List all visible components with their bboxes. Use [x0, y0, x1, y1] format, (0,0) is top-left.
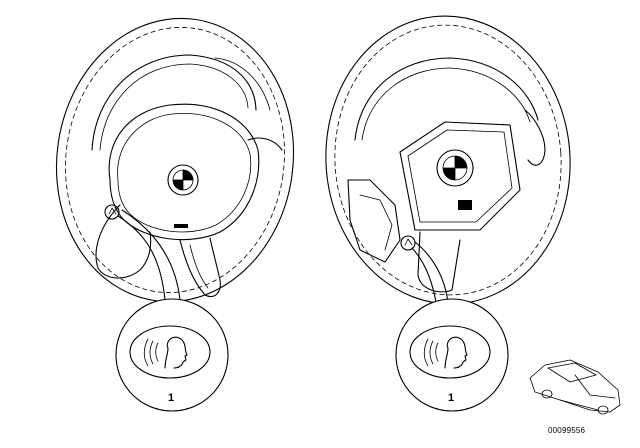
- diagram-code: 00099556: [548, 426, 586, 435]
- steering-wheel-left: [55, 17, 295, 303]
- callout-number-left: 1: [168, 392, 175, 404]
- voice-command-icon: [143, 336, 188, 369]
- callout-circle-left: [115, 298, 229, 412]
- steering-wheel-right: [325, 15, 571, 305]
- callout-number-right: 1: [448, 392, 455, 404]
- voice-command-icon: [423, 336, 468, 369]
- car-thumbnail-icon: [529, 359, 621, 415]
- callout-circle-right: [395, 298, 509, 412]
